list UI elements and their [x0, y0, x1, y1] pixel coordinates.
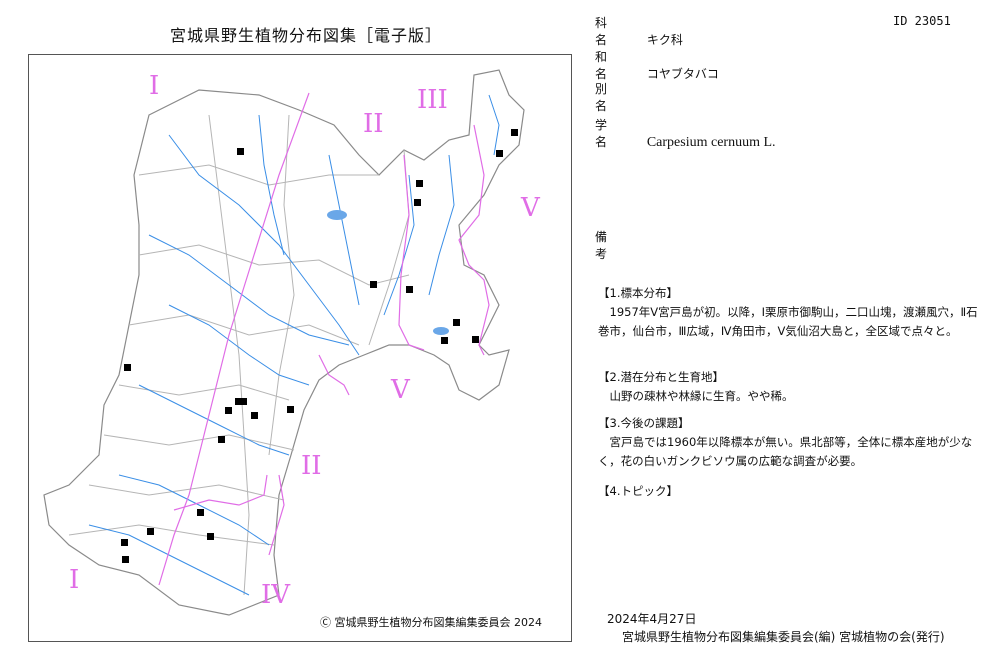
specimen-point	[511, 129, 518, 136]
rivers	[88, 94, 500, 596]
specimen-point	[207, 533, 214, 540]
japanese-name-row: 和 名 コヤブタバコ	[595, 48, 719, 82]
specimen-point	[496, 150, 503, 157]
zone-label-iii: III	[417, 85, 448, 115]
section-potential-distribution: 【2.潜在分布と生育地】 山野の疎林や林縁に生育。やや稀。	[598, 368, 978, 406]
specimen-point	[218, 436, 225, 443]
specimen-point	[240, 398, 247, 405]
section-specimen-distribution: 【1.標本分布】 1957年Ⅴ宮戸島が初。以降，Ⅰ栗原市御駒山，二口山塊，渡瀬風…	[598, 284, 978, 341]
scientific-name-value: Carpesium cernuum L.	[646, 135, 776, 150]
lake	[433, 327, 449, 335]
scientific-name-label: 学 名	[595, 118, 622, 149]
specimen-point	[124, 364, 131, 371]
prefecture-map-svg	[43, 69, 525, 616]
municipal-boundaries	[68, 114, 410, 596]
scientific-name-row: 学 名 Carpesium cernuum L.	[595, 116, 776, 151]
zone-label-iv: IV	[261, 580, 291, 610]
family-label: 科 名	[595, 16, 622, 47]
family-row: 科 名 キク科	[595, 14, 683, 48]
specimen-point	[441, 337, 448, 344]
specimen-point	[237, 148, 244, 155]
section-title: 【2.潜在分布と生育地】	[598, 370, 724, 384]
publication-date: 2024年4月27日	[607, 612, 697, 626]
section-future-issues: 【3.今後の課題】 宮戸島では1960年以降標本が無い。県北部等，全体に標本産地…	[598, 414, 978, 471]
specimen-points	[121, 129, 518, 563]
alias-label: 別 名	[595, 82, 622, 113]
specimen-point	[453, 319, 460, 326]
remarks-row: 備 考	[595, 228, 643, 262]
section-title: 【4.トピック】	[598, 484, 678, 498]
japanese-name-value: コヤブタバコ	[646, 67, 719, 81]
page-title: 宮城県野生植物分布図集［電子版］	[170, 26, 443, 45]
specimen-point	[406, 286, 413, 293]
japanese-name-label: 和 名	[595, 50, 622, 81]
specimen-id: ID 23051	[893, 14, 951, 28]
section-topics: 【4.トピック】	[598, 482, 978, 501]
remarks-label: 備 考	[595, 230, 622, 261]
section-title: 【3.今後の課題】	[598, 416, 690, 430]
specimen-point	[414, 199, 421, 206]
prefecture-outline	[43, 69, 525, 616]
section-body: 山野の疎林や林縁に生育。やや稀。	[609, 389, 794, 403]
zone-label-v-south: V	[391, 375, 410, 405]
alias-row: 別 名	[595, 80, 647, 114]
specimen-point	[416, 180, 423, 187]
zone-label-ii-south: II	[301, 451, 322, 481]
specimen-point	[122, 556, 129, 563]
zone-boundaries	[158, 92, 490, 586]
family-value: キク科	[646, 33, 683, 47]
specimen-point	[235, 398, 242, 405]
zone-label-i-north: I	[149, 71, 160, 101]
specimen-point	[225, 407, 232, 414]
section-title: 【1.標本分布】	[598, 286, 678, 300]
specimen-point	[121, 539, 128, 546]
lake	[327, 210, 347, 220]
specimen-point	[472, 336, 479, 343]
specimen-point	[370, 281, 377, 288]
section-body: 宮戸島では1960年以降標本が無い。県北部等，全体に標本産地が少なく，花の白いガ…	[598, 435, 973, 468]
specimen-point	[251, 412, 258, 419]
specimen-point	[197, 509, 204, 516]
zone-label-v-east: V	[521, 193, 540, 223]
distribution-map: I II III V V II I IV	[28, 54, 572, 642]
zone-label-i-south: I	[69, 565, 80, 595]
zone-label-ii-north: II	[363, 109, 384, 139]
specimen-point	[147, 528, 154, 535]
map-copyright: Ⓒ 宮城県野生植物分布図集編集委員会 2024	[320, 616, 542, 629]
specimen-point	[287, 406, 294, 413]
section-body: 1957年Ⅴ宮戸島が初。以降，Ⅰ栗原市御駒山，二口山塊，渡瀬風穴，Ⅱ石巻市，仙台…	[598, 305, 978, 338]
publisher: 宮城県野生植物分布図集編集委員会(編) 宮城植物の会(発行)	[622, 630, 945, 644]
